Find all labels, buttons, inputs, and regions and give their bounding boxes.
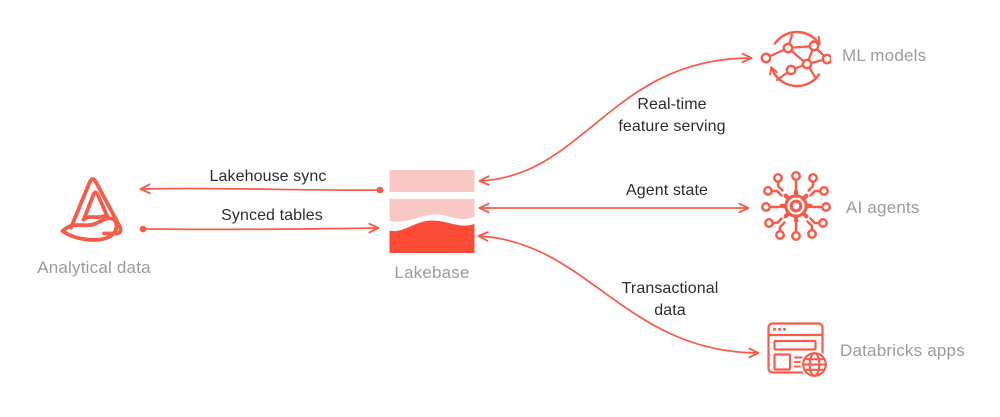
edge-label-agent-state: Agent state <box>625 182 709 199</box>
node-label-ai-agents: AI agents <box>846 198 920 217</box>
edge-label-transactional-data: Transactional data <box>621 280 719 319</box>
lakebase-layers-icon <box>389 170 475 253</box>
edge-label-lakehouse-sync: Lakehouse sync <box>209 168 327 185</box>
edge-label-synced-tables: Synced tables <box>221 207 323 224</box>
synced-tables-arrow <box>139 222 380 234</box>
node-label-ml-models: ML models <box>842 46 927 65</box>
node-label-lakebase: Lakebase <box>394 263 470 282</box>
transactional-data-arrow <box>477 231 760 359</box>
ai-circuit-icon <box>761 171 831 241</box>
lakebase-middle-layer <box>389 199 475 222</box>
databricks-mark-icon <box>60 177 123 242</box>
app-window-globe-icon <box>767 322 829 379</box>
node-label-databricks-apps: Databricks apps <box>840 341 965 360</box>
lakehouse-sync-arrow <box>139 183 384 195</box>
lakebase-bottom-layer <box>389 220 475 253</box>
realtime-feature-serving-arrow <box>478 52 753 186</box>
network-cycle-icon <box>760 30 831 88</box>
node-label-analytical-data: Analytical data <box>37 258 151 277</box>
lakebase-top-layer <box>389 170 475 192</box>
edge-label-realtime-feature-serving: Real-time feature serving <box>618 96 726 135</box>
